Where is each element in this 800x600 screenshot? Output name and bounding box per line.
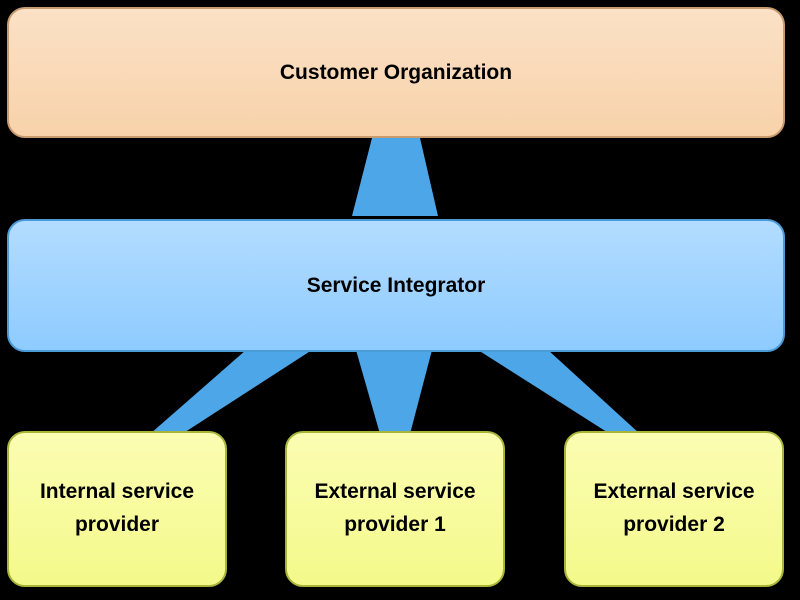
service-integrator-label: Service Integrator bbox=[306, 273, 486, 297]
provider-label: External service provider 1 bbox=[314, 476, 475, 541]
provider-label-line1: Internal service bbox=[39, 480, 195, 504]
connector-integrator-provider-1 bbox=[150, 350, 312, 434]
provider-label-line1: External service bbox=[593, 480, 755, 504]
service-integrator-box: Service Integrator bbox=[7, 219, 785, 352]
connector-integrator-provider-3 bbox=[478, 350, 640, 434]
provider-label-line2: provider bbox=[74, 513, 160, 536]
provider-label-line2: provider 2 bbox=[623, 513, 725, 536]
customer-organization-box: Customer Organization bbox=[7, 7, 785, 138]
customer-organization-label: Customer Organization bbox=[279, 60, 513, 84]
internal-service-provider-box: Internal service provider bbox=[7, 431, 227, 587]
provider-label: External service provider 2 bbox=[593, 476, 754, 541]
provider-label: Internal service provider bbox=[40, 476, 194, 541]
external-service-provider-2-box: External service provider 2 bbox=[564, 431, 784, 587]
connector-integrator-provider-2 bbox=[356, 350, 432, 434]
provider-label-line1: External service bbox=[314, 480, 476, 504]
provider-label-line2: provider 1 bbox=[344, 513, 446, 536]
connector-customer-integrator bbox=[352, 138, 438, 216]
external-service-provider-1-box: External service provider 1 bbox=[285, 431, 505, 587]
